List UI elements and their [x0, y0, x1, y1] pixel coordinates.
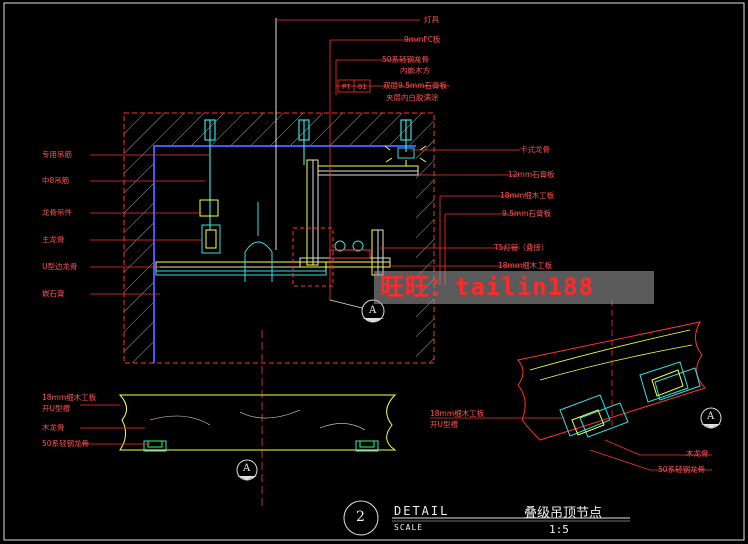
label-main-keel: 主龙骨 [42, 235, 65, 244]
detail-title: 叠级吊顶节点 [524, 506, 603, 521]
ceiling-light [384, 145, 427, 166]
label-keel-hanger: 龙骨吊件 [42, 208, 72, 217]
drawing-frame [3, 2, 745, 541]
section-mark-a3: A [707, 411, 715, 422]
label-light-keel-1: 50系轻钢龙骨 [382, 55, 430, 64]
label-gypsum-95: 9.5mm石膏板 [502, 209, 552, 218]
soffit-boards [306, 159, 419, 276]
label-t5: T5灯管（叠接） [494, 243, 549, 252]
keel-hanger [199, 199, 221, 254]
section-marker-2 [236, 459, 258, 481]
label-iso-fine-wood-1: 18mm细木工板 [430, 409, 485, 418]
detail-number: 2 [356, 509, 365, 525]
section-marker-1 [329, 299, 385, 323]
label-iso-wood-keel: 木龙骨 [686, 449, 709, 458]
title-block [343, 500, 630, 536]
iso-leaders [430, 417, 712, 471]
scale-ratio: 1:5 [549, 523, 569, 536]
scale-label: SCALE [394, 523, 424, 532]
label-fine-wood-1: 18mm细木工板 [500, 191, 555, 200]
pt-code: PT [342, 83, 351, 91]
label-c-keel: 卡式龙骨 [520, 145, 550, 154]
watermark: 旺旺：tailin188 [374, 271, 654, 304]
label-wood-keel: 木龙骨 [42, 423, 65, 432]
slab-boundary [153, 145, 416, 363]
pt-num: 01 [358, 83, 367, 91]
wood-board-section [118, 394, 397, 452]
label-bottom-fine-wood-2: 开U型槽 [42, 404, 70, 413]
label-embedded-gypsum: 嵌石膏 [42, 289, 65, 298]
label-light-keel-50: 50系轻钢龙骨 [42, 439, 90, 448]
hanger-rods [204, 119, 412, 230]
lamp-fixture [244, 18, 277, 282]
label-lamp: 灯具 [424, 15, 439, 24]
label-gypsum-12: 12mm石膏板 [508, 170, 555, 179]
section-marker-3 [700, 407, 722, 429]
label-hanger: 专用吊筋 [42, 150, 72, 159]
isometric-detail [517, 300, 706, 441]
leader-lines [90, 19, 520, 300]
label-iso-fine-wood-2: 开U型槽 [430, 420, 458, 429]
label-bottom-fine-wood-1: 18mm细木工板 [42, 393, 97, 402]
section-mark-a2: A [243, 463, 251, 474]
label-edge-keel: U型边龙骨 [42, 262, 78, 271]
label-fc-board: 9mmFC板 [404, 35, 441, 44]
label-iso-light-keel: 50系轻钢龙骨 [658, 465, 706, 474]
section-mark-a1: A [369, 305, 377, 316]
label-gypsum-1: 双层9.5mm石膏板 [383, 81, 448, 90]
label-fine-wood-2: 18mm细木工板 [498, 261, 553, 270]
t5-tubes [329, 240, 371, 259]
ceiling-boards [155, 257, 391, 276]
detail-label: DETAIL [394, 504, 450, 518]
label-light-keel-2: 内嵌木方 [400, 66, 430, 75]
wood-board-leaders [80, 404, 150, 445]
concrete-hatch [124, 113, 434, 363]
label-gypsum-2: 夹层内白胶满涂 [386, 93, 439, 102]
section-outline [123, 112, 435, 364]
label-rod: 中8吊筋 [42, 176, 70, 185]
